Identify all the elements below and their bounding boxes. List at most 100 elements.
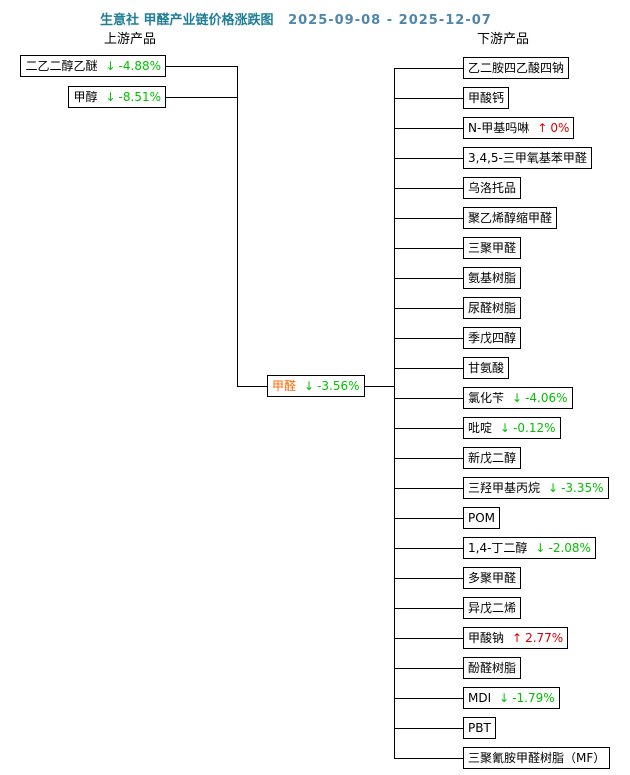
product-box[interactable]: 三聚甲醛: [463, 237, 522, 259]
connector-line: [394, 458, 463, 459]
product-box[interactable]: 3,4,5-三甲氧基苯甲醛: [463, 147, 592, 169]
product-box[interactable]: 二乙二醇乙醚 ↓-4.88%: [20, 55, 166, 77]
product-box[interactable]: 甲酸钙: [463, 87, 510, 109]
price-change-value: 2.77%: [525, 631, 564, 645]
connector-line: [394, 218, 463, 219]
connector-line: [394, 548, 463, 549]
product-box[interactable]: 甲酸钠↑2.77%: [463, 627, 569, 649]
connector-line: [237, 66, 238, 386]
connector-line: [394, 308, 463, 309]
product-label: PBT: [468, 721, 491, 735]
product-label: 甲酸钙: [468, 91, 505, 105]
product-box[interactable]: 三聚氰胺甲醛树脂（MF）: [463, 747, 611, 769]
down-arrow-icon: ↓: [535, 541, 546, 555]
connector-line: [394, 668, 463, 669]
down-arrow-icon: ↓: [512, 391, 523, 405]
product-box[interactable]: 乌洛托品: [463, 177, 522, 199]
connector-line: [394, 758, 463, 759]
price-change: ↓-2.08%: [535, 541, 591, 555]
product-box[interactable]: 氯化苄 ↓-4.06%: [463, 387, 573, 409]
product-box[interactable]: 酚醛树脂: [463, 657, 522, 679]
connector-line: [394, 188, 463, 189]
product-box[interactable]: 甲醇↓-8.51%: [68, 86, 166, 108]
price-change-value: -4.06%: [525, 391, 568, 405]
price-change: ↓-0.12%: [500, 421, 556, 435]
product-label: 尿醛树脂: [468, 301, 517, 315]
product-label: POM: [468, 511, 496, 525]
price-change: ↑0%: [537, 121, 569, 135]
product-label: 聚乙烯醇缩甲醛: [468, 211, 553, 225]
page-title: 生意社 甲醛产业链价格涨跌图 2025-09-08 - 2025-12-07: [100, 9, 492, 28]
product-box[interactable]: 异戊二烯: [463, 597, 522, 619]
price-change: ↑2.77%: [512, 631, 563, 645]
product-box[interactable]: 1,4-丁二醇↓-2.08%: [463, 537, 596, 559]
product-label: 二乙二醇乙醚: [25, 59, 98, 73]
price-change-value: -4.88%: [118, 59, 161, 73]
product-box[interactable]: PBT: [463, 717, 496, 739]
connector-line: [394, 608, 463, 609]
connector-line: [394, 488, 463, 489]
product-label: MDI: [468, 691, 492, 705]
product-box[interactable]: 吡啶 ↓-0.12%: [463, 417, 561, 439]
connector-line: [394, 68, 463, 69]
price-change: ↓-3.56%: [304, 379, 360, 393]
product-label: 氯化苄: [468, 391, 505, 405]
product-label: 甘氨酸: [468, 361, 505, 375]
price-change-value: -3.35%: [561, 481, 604, 495]
connector-line: [394, 518, 463, 519]
connector-line: [394, 638, 463, 639]
product-box[interactable]: 多聚甲醛: [463, 567, 522, 589]
price-change-value: -0.12%: [513, 421, 556, 435]
product-box[interactable]: POM: [463, 507, 501, 529]
down-arrow-icon: ↓: [548, 481, 559, 495]
connector-line: [394, 698, 463, 699]
downstream-column-header: 下游产品: [477, 32, 530, 47]
product-label: 三羟甲基丙烷: [468, 481, 541, 495]
price-change-value: -1.79%: [512, 691, 555, 705]
connector-line: [394, 158, 463, 159]
down-arrow-icon: ↓: [499, 691, 510, 705]
product-label: 甲醛: [272, 379, 297, 393]
product-box[interactable]: 乙二胺四乙酸四钠: [463, 57, 570, 79]
product-label: 酚醛树脂: [468, 661, 517, 675]
down-arrow-icon: ↓: [304, 379, 315, 393]
product-box[interactable]: 甲醛 ↓-3.56%: [267, 375, 365, 397]
product-box[interactable]: 甘氨酸: [463, 357, 510, 379]
connector-line: [394, 248, 463, 249]
product-label: 吡啶: [468, 421, 493, 435]
product-box[interactable]: 氨基树脂: [463, 267, 522, 289]
product-box[interactable]: 三羟甲基丙烷 ↓-3.35%: [463, 477, 609, 499]
price-change-value: -8.51%: [118, 90, 161, 104]
product-label: 氨基树脂: [468, 271, 517, 285]
connector-line: [150, 66, 237, 67]
connector-line: [150, 97, 237, 98]
price-change: ↓-4.06%: [512, 391, 568, 405]
product-label: 三聚甲醛: [468, 241, 517, 255]
product-box[interactable]: 新戊二醇: [463, 447, 522, 469]
upstream-column-header: 上游产品: [104, 32, 157, 47]
product-label: 甲醇: [73, 90, 98, 104]
connector-line: [394, 278, 463, 279]
price-change: ↓-3.35%: [548, 481, 604, 495]
price-change-value: -2.08%: [548, 541, 591, 555]
price-change: ↓-1.79%: [499, 691, 555, 705]
connector-line: [394, 398, 463, 399]
product-box[interactable]: 季戊四醇: [463, 327, 522, 349]
connector-line: [394, 578, 463, 579]
page-title-text: 生意社 甲醛产业链价格涨跌图: [100, 13, 274, 28]
product-box[interactable]: MDI ↓-1.79%: [463, 687, 560, 709]
up-arrow-icon: ↑: [512, 631, 523, 645]
connector-line: [394, 368, 463, 369]
down-arrow-icon: ↓: [500, 421, 511, 435]
product-box[interactable]: 聚乙烯醇缩甲醛: [463, 207, 558, 229]
product-box[interactable]: 尿醛树脂: [463, 297, 522, 319]
price-change-value: 0%: [550, 121, 570, 135]
price-change-value: -3.56%: [317, 379, 360, 393]
product-label: 异戊二烯: [468, 601, 517, 615]
price-change: ↓-4.88%: [105, 59, 161, 73]
title-date-range: 2025-09-08 - 2025-12-07: [288, 13, 492, 28]
down-arrow-icon: ↓: [105, 59, 116, 73]
up-arrow-icon: ↑: [537, 121, 548, 135]
product-box[interactable]: N-甲基吗啉↑0%: [463, 117, 575, 139]
